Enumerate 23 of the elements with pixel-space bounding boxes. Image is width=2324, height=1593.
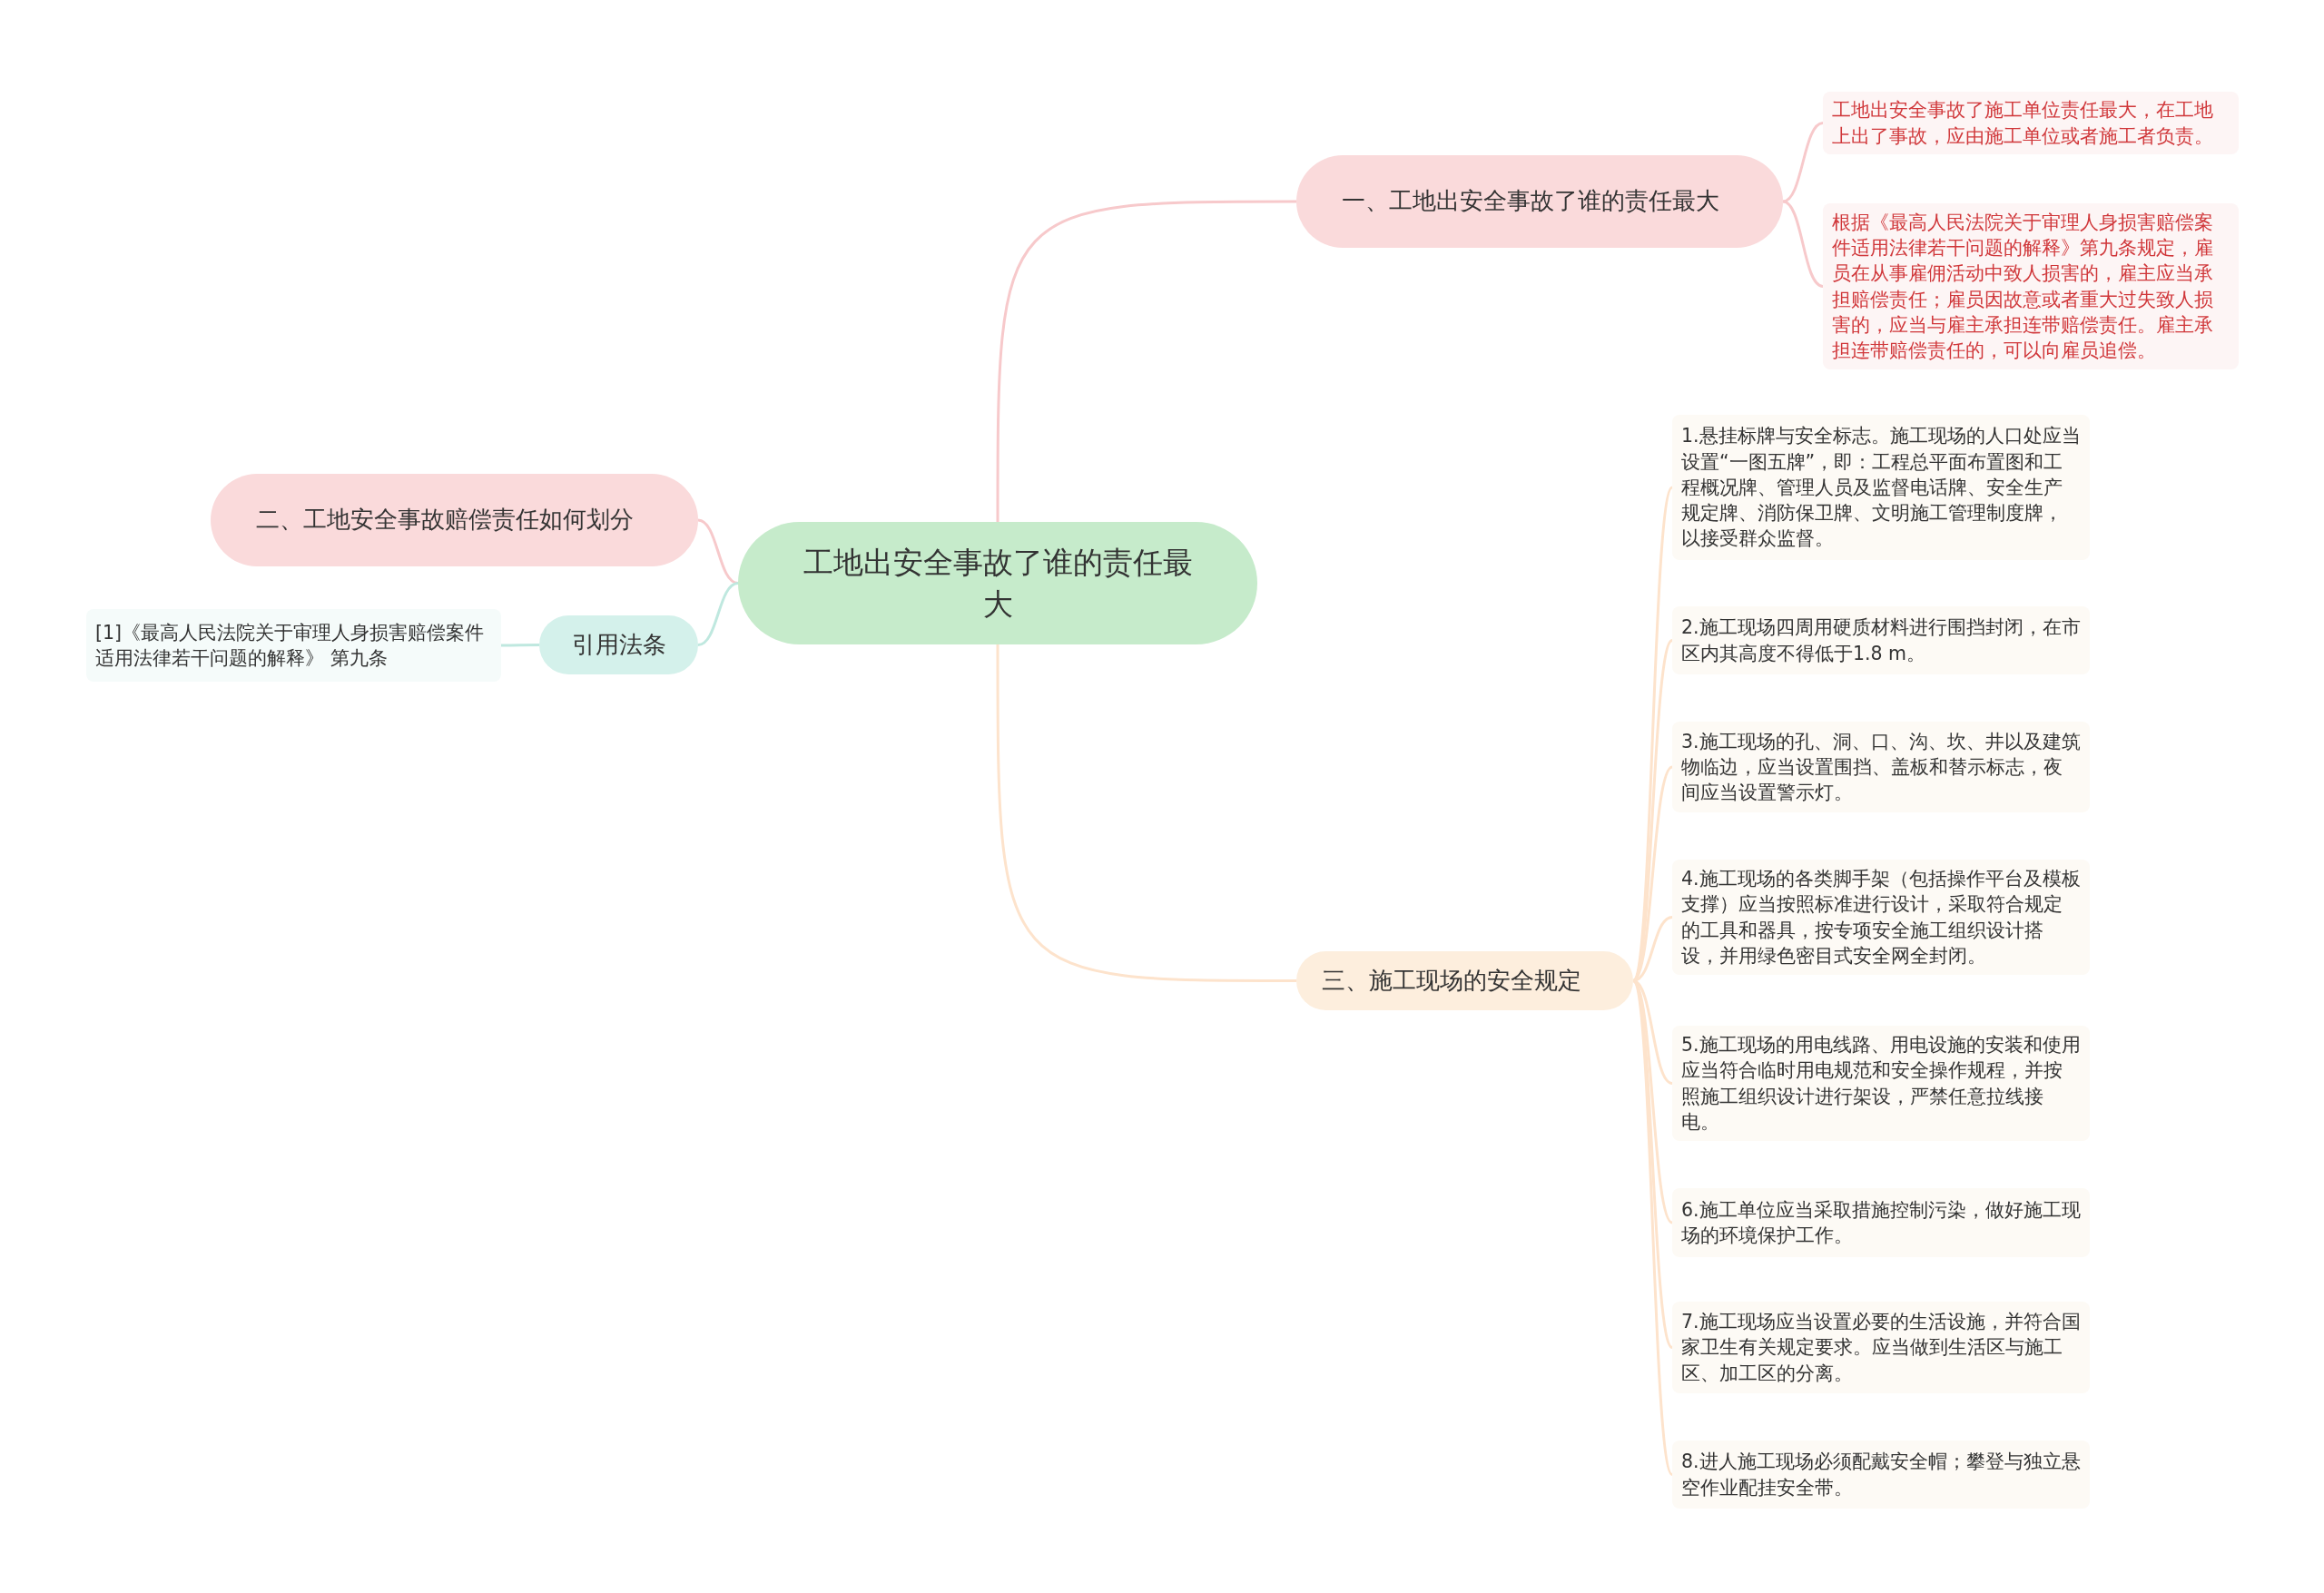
note-box: 1.悬挂标牌与安全标志。施工现场的人口处应当设置“一图五牌”，即：工程总平面布置图和工程概况牌、管理人员及监督电话牌、安全生产规定牌、消防保卫牌、文明施工管理制度牌，以接受群众监督。: [1672, 415, 2090, 560]
topic-box: 三、施工现场的安全规定: [1296, 951, 1633, 1010]
connector: [697, 518, 739, 585]
topic-box: 引用法条: [539, 615, 698, 674]
note-box: 根据《最高人民法院关于审理人身损害赔偿案件适用法律若干问题的解释》第九条规定，雇员在从事雇佣活动中致人损害的，雇主应当承担赔偿责任；雇员因故意或者重大过失致人损害的，应当与雇主承担连带赔偿责任。雇主承担连带赔偿责任的，可以向雇员追偿。: [1823, 203, 2239, 369]
note-box: [1]《最高人民法院关于审理人身损害赔偿案件适用法律若干问题的解释》 第九条: [86, 609, 501, 682]
note-box: 7.施工现场应当设置必要的生活设施，并符合国家卫生有关规定要求。应当做到生活区与施工区、加工区的分离。: [1672, 1302, 2090, 1393]
connector: [1782, 200, 1824, 288]
topic-box: 一、工地出安全事故了谁的责任最大: [1296, 155, 1783, 248]
connector: [996, 644, 1296, 982]
connector: [697, 582, 739, 646]
note-box: 6.施工单位应当采取措施控制污染，做好施工现场的环境保护工作。: [1672, 1188, 2090, 1257]
connector: [501, 644, 539, 647]
connector: [1782, 122, 1824, 203]
note-box: 工地出安全事故了施工单位责任最大，在工地上出了事故，应由施工单位或者施工者负责。: [1823, 92, 2239, 154]
note-box: 2.施工现场四周用硬质材料进行围挡封闭，在市区内其高度不得低于1.8 m。: [1672, 606, 2090, 674]
note-box: 8.进人施工现场必须配戴安全帽；攀登与独立悬空作业配挂安全带。: [1672, 1441, 2090, 1509]
note-box: 4.施工现场的各类脚手架（包括操作平台及模板支撑）应当按照标准进行设计，采取符合规定的工具和器具，按专项安全施工组织设计搭设，并用绿色密目式安全网全封闭。: [1672, 860, 2090, 975]
topic-box: 二、工地安全事故赔偿责任如何划分: [211, 474, 698, 566]
note-box: 5.施工现场的用电线路、用电设施的安装和使用应当符合临时用电规范和安全操作规程，并按照施工组织设计进行架设，严禁任意拉线接电。: [1672, 1026, 2090, 1141]
connector: [996, 200, 1296, 522]
note-box: 3.施工现场的孔、洞、口、沟、坎、井以及建筑物临边，应当设置围挡、盖板和替示标志，夜间应当设置警示灯。: [1672, 722, 2090, 812]
central-topic: 工地出安全事故了谁的责任最大: [738, 522, 1257, 644]
